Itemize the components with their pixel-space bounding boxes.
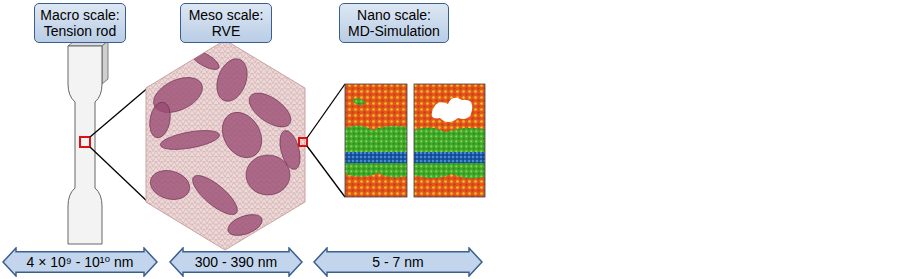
inclusion [188, 47, 222, 73]
filler-layer [414, 152, 485, 163]
interphase-atoms [345, 163, 407, 177]
scale-title: Macro scale: Tension rod [39, 7, 121, 39]
zoom-line [90, 147, 150, 204]
rve-volume [146, 40, 307, 250]
void [432, 98, 473, 122]
cell-border [345, 84, 407, 197]
zoom-marker [80, 137, 90, 147]
scale-arrow: 4 × 10⁹ - 10¹⁰ nm [2, 247, 158, 277]
rve-mesh [146, 40, 305, 250]
inclusion [159, 127, 221, 153]
rod-side-face [102, 41, 108, 84]
md-cell-before [345, 84, 407, 197]
rod-body [68, 46, 102, 244]
inclusion [246, 155, 290, 195]
scale-arrow: 300 - 390 nm [169, 247, 303, 277]
md-cell-after [414, 84, 485, 197]
double-arrow-outline [3, 248, 157, 276]
length-range: 5 - 7 nm [372, 254, 423, 270]
scale-header: Macro scale: Tension rod [34, 3, 126, 43]
length-range: 300 - 390 nm [195, 254, 278, 270]
interphase-atoms [352, 99, 366, 105]
inclusion [187, 169, 243, 220]
inclusion [225, 210, 265, 239]
zoom-marker [299, 138, 307, 146]
inclusion [147, 101, 173, 140]
inclusion [211, 55, 252, 106]
length-range: 4 × 10⁹ - 10¹⁰ nm [27, 254, 134, 270]
scale-arrow: 5 - 7 nm [313, 247, 483, 277]
interphase-atoms [345, 125, 407, 152]
filler-layer [345, 152, 407, 163]
interphase-atoms [414, 127, 485, 152]
tension-rod [68, 41, 108, 244]
zoom-line [90, 86, 150, 137]
zoom-line [307, 146, 345, 197]
inclusion [147, 166, 193, 203]
interphase-atoms [414, 163, 485, 178]
double-arrow-outline [170, 248, 302, 276]
scale-title: Nano scale: MD-Simulation [344, 7, 444, 39]
scale-title: Meso scale: RVE [185, 7, 267, 39]
inclusion [276, 128, 304, 171]
scale-header: Nano scale: MD-Simulation [339, 3, 449, 43]
scale-header: Meso scale: RVE [180, 3, 272, 43]
matrix-atoms [345, 84, 407, 197]
zoom-line [307, 84, 345, 138]
matrix-atoms [414, 84, 485, 197]
double-arrow-outline [314, 248, 482, 276]
cell-border [414, 84, 485, 197]
